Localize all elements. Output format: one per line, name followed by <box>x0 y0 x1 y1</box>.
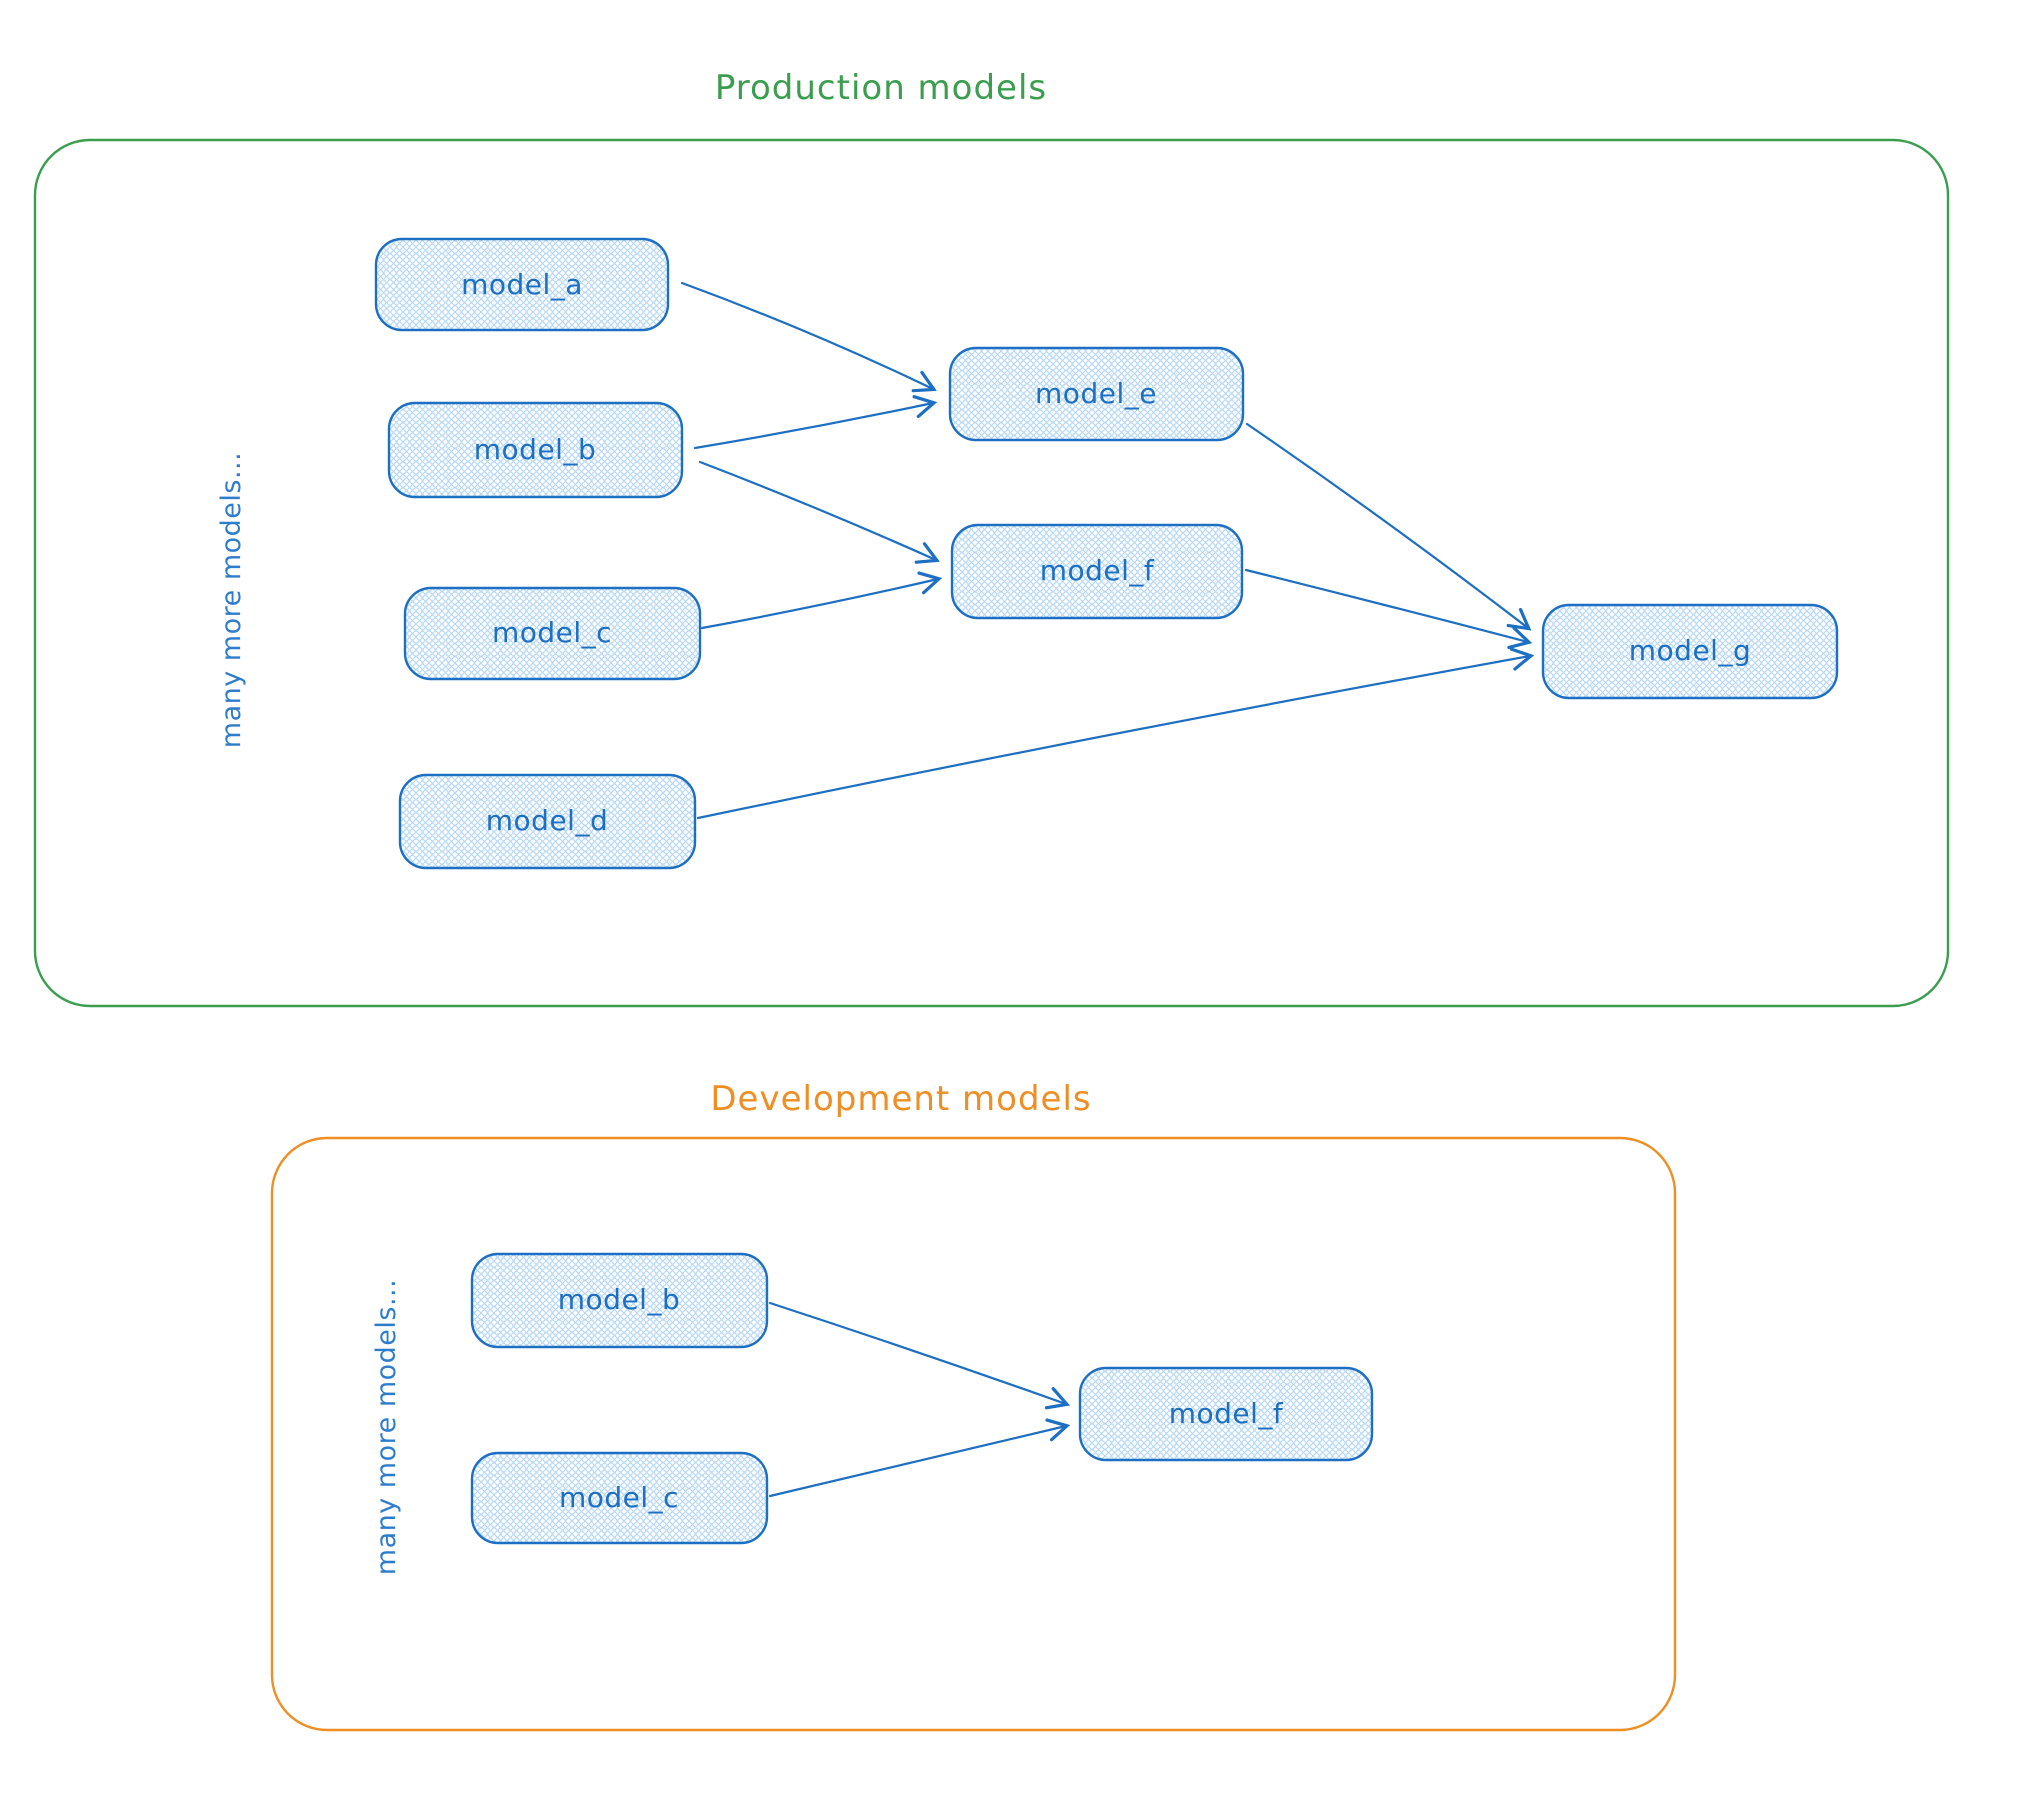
node-model-f: model_f <box>950 523 1244 620</box>
node-model-g: model_g <box>1541 603 1839 700</box>
node-model-a: model_a <box>374 237 670 332</box>
node-model-f-label: model_f <box>1040 554 1155 587</box>
development-nodes: model_b model_c model_f <box>470 1252 1374 1545</box>
node-dev-model-b: model_b <box>470 1252 769 1349</box>
node-model-b: model_b <box>387 401 684 499</box>
edge-model_b-model_e <box>693 403 933 450</box>
node-dev-model-c: model_c <box>470 1451 769 1545</box>
node-model-c: model_c <box>403 586 702 681</box>
node-model-g-label: model_g <box>1629 634 1751 667</box>
edge-model_a-model_e <box>680 281 933 389</box>
node-dev-model-b-label: model_b <box>558 1283 680 1316</box>
development-edges <box>768 1301 1066 1498</box>
production-side-label: many more models... <box>216 452 247 748</box>
node-model-a-label: model_a <box>461 268 583 301</box>
node-model-b-box <box>387 401 684 499</box>
node-model-f-box <box>950 523 1244 620</box>
production-section-title: Production models <box>715 68 1047 108</box>
edge-model_c-model_f <box>700 579 938 630</box>
node-model-b-label: model_b <box>474 433 596 466</box>
node-dev-model-c-label: model_c <box>559 1481 679 1514</box>
node-model-c-label: model_c <box>492 616 612 649</box>
development-container <box>270 1136 1677 1732</box>
production-nodes: model_a model_b model_c model_d model_e … <box>374 237 1839 870</box>
development-section-title: Development models <box>710 1079 1091 1119</box>
node-model-e-label: model_e <box>1035 377 1157 410</box>
edge-model_e-model_g <box>1245 422 1528 628</box>
node-model-e-box <box>948 346 1245 442</box>
node-dev-model-f: model_f <box>1078 1366 1374 1462</box>
edge-model_f-model_g <box>1244 568 1528 642</box>
edge-model_b-model_f <box>698 460 936 560</box>
node-model-d-label: model_d <box>486 804 608 837</box>
node-model-d: model_d <box>398 773 697 870</box>
production-container <box>33 138 1950 1008</box>
node-dev-model-f-box <box>1078 1366 1374 1462</box>
node-model-c-box <box>403 586 702 681</box>
edge-dev-model_b-model_f <box>768 1301 1066 1404</box>
node-dev-model-f-label: model_f <box>1169 1397 1284 1430</box>
node-dev-model-b-box <box>470 1252 769 1349</box>
edge-dev-model_c-model_f <box>768 1426 1066 1498</box>
node-model-a-box <box>374 237 670 332</box>
node-model-d-box <box>398 773 697 870</box>
node-dev-model-c-box <box>470 1451 769 1545</box>
production-edges <box>680 281 1530 820</box>
development-side-label: many more models... <box>371 1279 402 1575</box>
node-model-g-box <box>1541 603 1839 700</box>
node-model-e: model_e <box>948 346 1245 442</box>
edge-model_d-model_g <box>696 656 1530 820</box>
